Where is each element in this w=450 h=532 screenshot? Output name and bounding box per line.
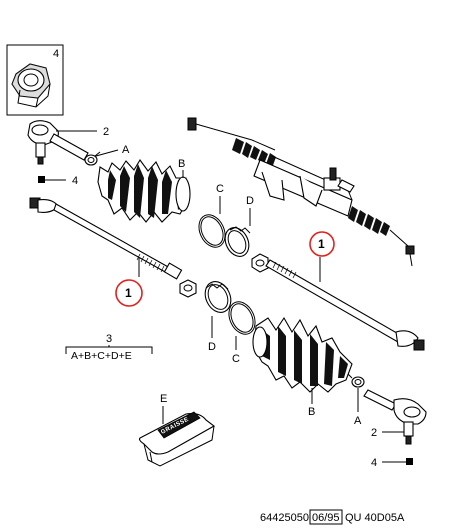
clamp-d-top <box>224 226 251 257</box>
callout-2-top: 2 <box>103 126 109 138</box>
callout-b-top: B <box>178 158 185 170</box>
callout-1-left: 1 <box>125 286 132 300</box>
diagram-reference-footer: 64425050 06/95 QU 40D05A <box>260 509 405 525</box>
callout-4-bottom: 4 <box>371 457 377 469</box>
footer-date-box <box>309 509 343 525</box>
callout-e: E <box>160 393 167 405</box>
clamp-d-bottom <box>204 281 232 313</box>
callout-c-bottom: C <box>232 353 240 365</box>
bellows-boot-top <box>97 159 191 223</box>
highlight-circle-left <box>115 279 143 307</box>
callout-d-top: D <box>246 195 254 207</box>
tie-rod-end-top <box>27 120 89 165</box>
callout-a-top: A <box>122 144 130 156</box>
kit-callout: 3 A+B+C+D+E <box>65 333 153 362</box>
small-clamp-a-bottom <box>347 373 365 388</box>
bracket-square-icon-top <box>38 176 45 183</box>
callout-4-top: 4 <box>72 175 78 187</box>
ring-c-bottom <box>228 301 256 335</box>
nut-box-number: 4 <box>53 48 59 60</box>
bracket-square-icon-bottom <box>406 458 413 465</box>
grease-package-icon: GRAISSE <box>138 411 216 467</box>
bellows-boot-bottom <box>252 316 353 393</box>
ring-c-top <box>198 214 226 248</box>
callout-c-top: C <box>216 183 224 195</box>
footer-code: QU 40D05A <box>345 512 405 524</box>
kit-formula: A+B+C+D+E <box>71 350 132 362</box>
small-clamp-a-top <box>84 151 101 166</box>
inner-tie-rod-left <box>29 197 183 280</box>
tie-rod-end-bottom <box>363 389 427 445</box>
callout-2-bottom: 2 <box>371 427 377 439</box>
footer-part-ref: 64425050 <box>260 512 309 524</box>
highlight-circle-right <box>309 231 335 257</box>
nut-box-frame <box>6 44 64 116</box>
callout-1-right: 1 <box>318 237 325 251</box>
inner-tie-rod-right <box>251 253 425 351</box>
nut-icon <box>11 63 51 108</box>
steering-rack-assembly <box>187 117 415 267</box>
rod-nut-left <box>179 279 197 298</box>
footer-date: 06/95 <box>312 512 340 524</box>
callout-d-bottom: D <box>208 341 216 353</box>
callout-a-bottom: A <box>354 415 362 427</box>
kit-number: 3 <box>106 333 112 345</box>
nut-part-box: 4 <box>6 44 64 116</box>
callout-b-bottom: B <box>308 406 315 418</box>
